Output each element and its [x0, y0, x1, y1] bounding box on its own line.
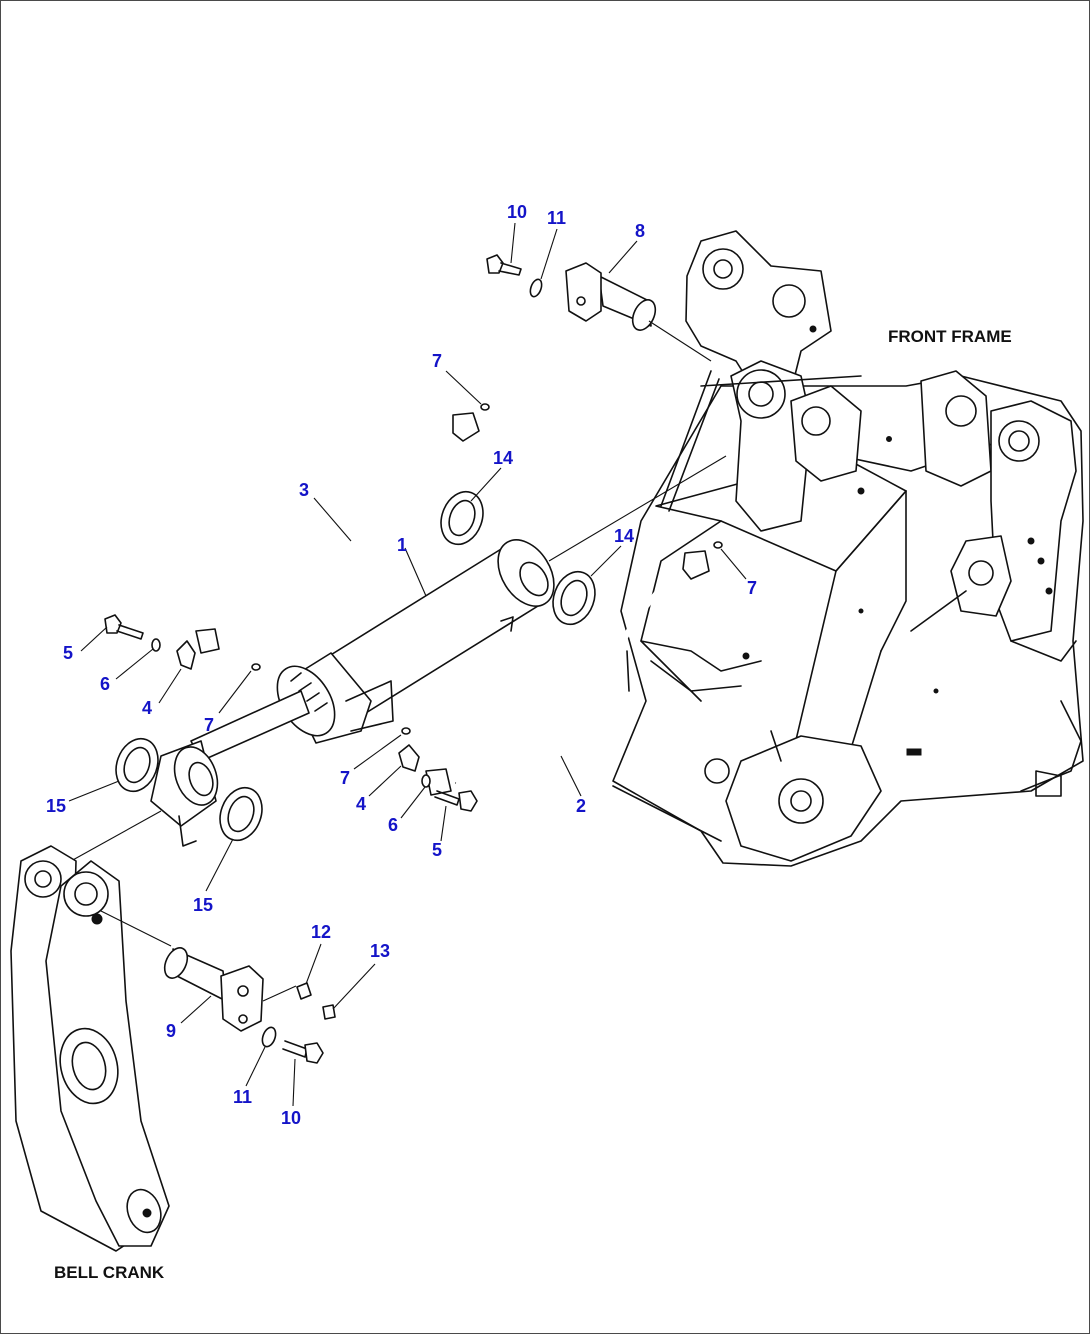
bolt-10-bottom: [282, 1040, 324, 1064]
callout-11-top: 11: [547, 208, 566, 228]
bolt-10-top: [486, 254, 522, 276]
steering-cylinder-1: [70, 455, 727, 862]
callout-15-right: 15: [193, 895, 213, 915]
callout-14-lower: 14: [614, 526, 634, 546]
front-frame: [612, 230, 1084, 867]
bolt-5-right: [434, 790, 478, 812]
shim-14-lower: [552, 570, 596, 626]
washer-6-left: [151, 638, 161, 652]
washer-11-top: [529, 278, 543, 298]
callout-2: 2: [576, 796, 586, 816]
pin-9: [163, 947, 297, 1032]
callout-15-left: 15: [46, 796, 66, 816]
callout-1: 1: [397, 535, 407, 555]
o-ring-7-right: [713, 541, 723, 549]
callout-leaders: [68, 222, 747, 1107]
callout-5-right: 5: [432, 840, 442, 860]
o-ring-7-top: [480, 403, 490, 411]
callout-3: 3: [299, 480, 309, 500]
callout-11-bottom: 11: [233, 1087, 252, 1107]
washer-6-right: [421, 774, 431, 788]
clamp-4-left: [176, 640, 196, 670]
pin-8: [565, 262, 712, 362]
front-frame-label: FRONT FRAME: [888, 327, 1012, 346]
cap-13: [322, 1004, 336, 1020]
callout-14-upper: 14: [493, 448, 513, 468]
bell-crank-label: BELL CRANK: [54, 1263, 165, 1282]
callout-5-left: 5: [63, 643, 73, 663]
hose-2: [425, 550, 710, 796]
callout-8: 8: [635, 221, 645, 241]
o-ring-7-mid: [401, 727, 411, 735]
o-ring-7-left: [251, 663, 261, 671]
bell-crank: [10, 845, 172, 1252]
shim-15-left: [115, 737, 159, 793]
callout-6-right: 6: [388, 815, 398, 835]
callout-7-left: 7: [204, 715, 214, 735]
callout-10-bottom: 10: [281, 1108, 301, 1128]
bolt-5-left: [104, 614, 144, 640]
callout-numbers: 10 11 8 7 3 14 1 14 7 5 6 4 7 7 4 6 5 2 …: [46, 202, 757, 1128]
callout-10-top: 10: [507, 202, 527, 222]
shim-15-right: [219, 786, 263, 842]
shim-14-upper: [440, 490, 484, 546]
callout-7-top: 7: [432, 351, 442, 371]
callout-13: 13: [370, 941, 390, 961]
clamp-4-right: [398, 744, 420, 772]
callout-12: 12: [311, 922, 331, 942]
callout-4-left: 4: [142, 698, 152, 718]
washer-11-bottom: [261, 1026, 277, 1048]
callout-7-right: 7: [747, 578, 757, 598]
callout-6-left: 6: [100, 674, 110, 694]
callout-7-mid: 7: [340, 768, 350, 788]
grease-fitting-12: [296, 982, 312, 1000]
callout-9: 9: [166, 1021, 176, 1041]
callout-4-right: 4: [356, 794, 366, 814]
hose-3: [195, 412, 480, 654]
